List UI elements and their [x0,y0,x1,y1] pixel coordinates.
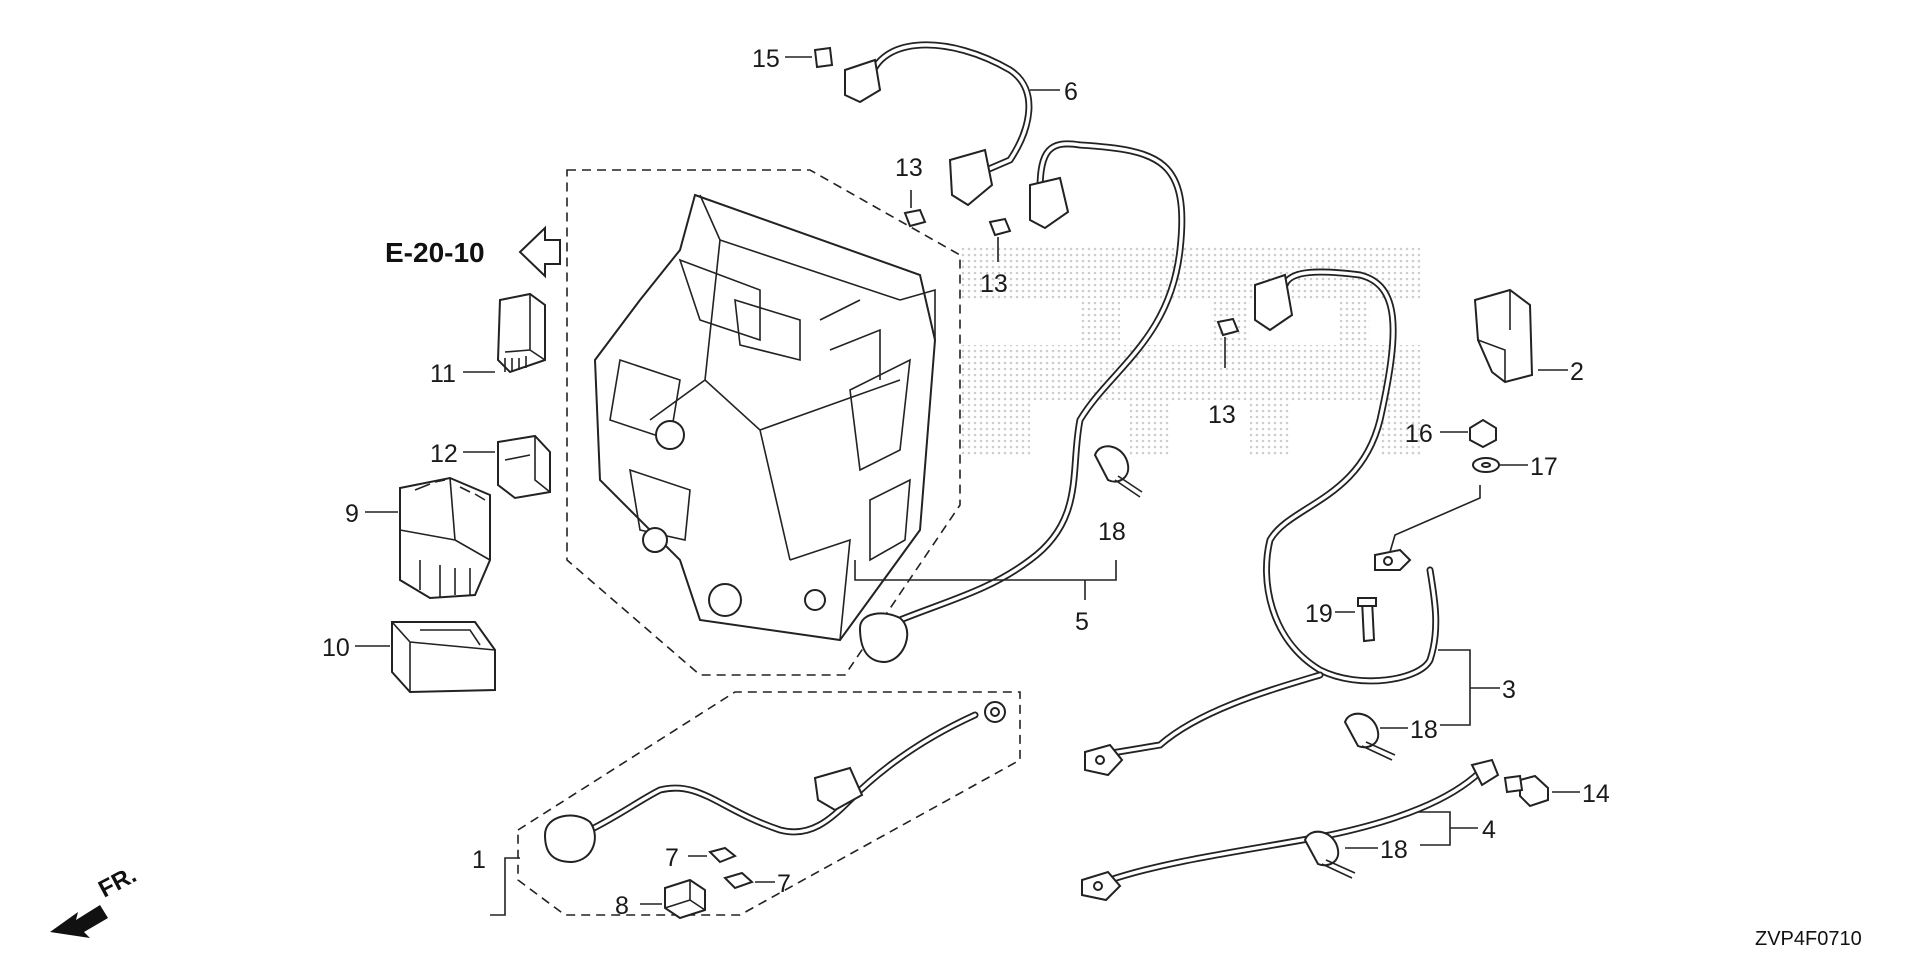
callout-7b[interactable]: 7 [777,870,791,898]
callout-13b[interactable]: 13 [980,270,1008,298]
callout-7a[interactable]: 7 [665,844,679,872]
callout-5[interactable]: 5 [1075,608,1089,636]
cable-5[interactable]: 5 [854,140,1186,664]
callout-12[interactable]: 12 [430,440,458,468]
callout-9[interactable]: 9 [345,500,359,528]
reference-label[interactable]: E-20-10 [385,237,485,268]
callout-3[interactable]: 3 [1502,676,1516,704]
leader-17-link [1389,485,1481,553]
bolt-14[interactable]: 14 [1503,774,1610,808]
drawing-code: ZVP4F0710 [1755,928,1862,950]
front-label: FR. [94,861,141,903]
fuse-7a[interactable]: 7 [665,844,737,872]
fuse-box [593,193,937,642]
harness-group-outline [517,691,1021,916]
front-direction: FR. [50,861,141,938]
bolt-13c[interactable]: 13 [1208,317,1240,429]
callout-18c[interactable]: 18 [1380,836,1408,864]
callout-6[interactable]: 6 [1064,78,1078,106]
front-arrow-icon [50,905,108,938]
callout-1[interactable]: 1 [472,846,486,874]
callout-10[interactable]: 10 [322,634,350,662]
bracket-4 [1418,811,1451,846]
bolt-13a[interactable]: 13 [895,154,927,228]
callout-11[interactable]: 11 [430,360,456,388]
bracket-5 [854,560,1117,581]
cover-10[interactable]: 10 [322,621,496,694]
bolt-13b[interactable]: 13 [980,217,1012,298]
fuse-7b[interactable]: 7 [723,870,791,898]
harness-1[interactable]: 1 [472,701,1006,916]
reference-arrow[interactable]: E-20-10 [385,225,561,279]
cable-6[interactable]: 6 [844,41,1078,207]
tie-18b[interactable]: 18 [1343,712,1438,761]
relay-block-9[interactable]: 9 [345,476,491,600]
callout-19[interactable]: 19 [1305,600,1333,628]
tie-18a[interactable]: 18 [1093,445,1143,546]
callout-2[interactable]: 2 [1570,358,1584,386]
clip-15[interactable]: 15 [752,45,834,73]
bracket-3 [1438,649,1471,726]
callout-16[interactable]: 16 [1405,420,1433,448]
callout-13c[interactable]: 13 [1208,401,1236,429]
fuse-box-group-outline [566,169,961,676]
reference-arrow-icon [518,225,561,279]
cap-2[interactable]: 2 [1473,288,1584,386]
cap-12[interactable]: 12 [430,434,551,500]
callout-15[interactable]: 15 [752,45,780,73]
callout-8[interactable]: 8 [615,892,629,920]
relay-11[interactable]: 11 [430,292,546,388]
cable-3[interactable]: 3 [1084,268,1516,777]
callout-13a[interactable]: 13 [895,154,923,182]
washer-17[interactable]: 17 [1472,453,1558,481]
callout-18a[interactable]: 18 [1098,518,1126,546]
callout-14[interactable]: 14 [1582,780,1610,808]
callout-18b[interactable]: 18 [1410,716,1438,744]
fuse-holder-8[interactable]: 8 [615,878,706,920]
cable-4[interactable]: 4 [1081,758,1500,902]
callout-4[interactable]: 4 [1482,816,1496,844]
nut-16[interactable]: 16 [1405,418,1497,449]
bolt-19[interactable]: 19 [1305,597,1377,643]
tie-18c[interactable]: 18 [1303,830,1408,879]
callout-17[interactable]: 17 [1530,453,1558,481]
